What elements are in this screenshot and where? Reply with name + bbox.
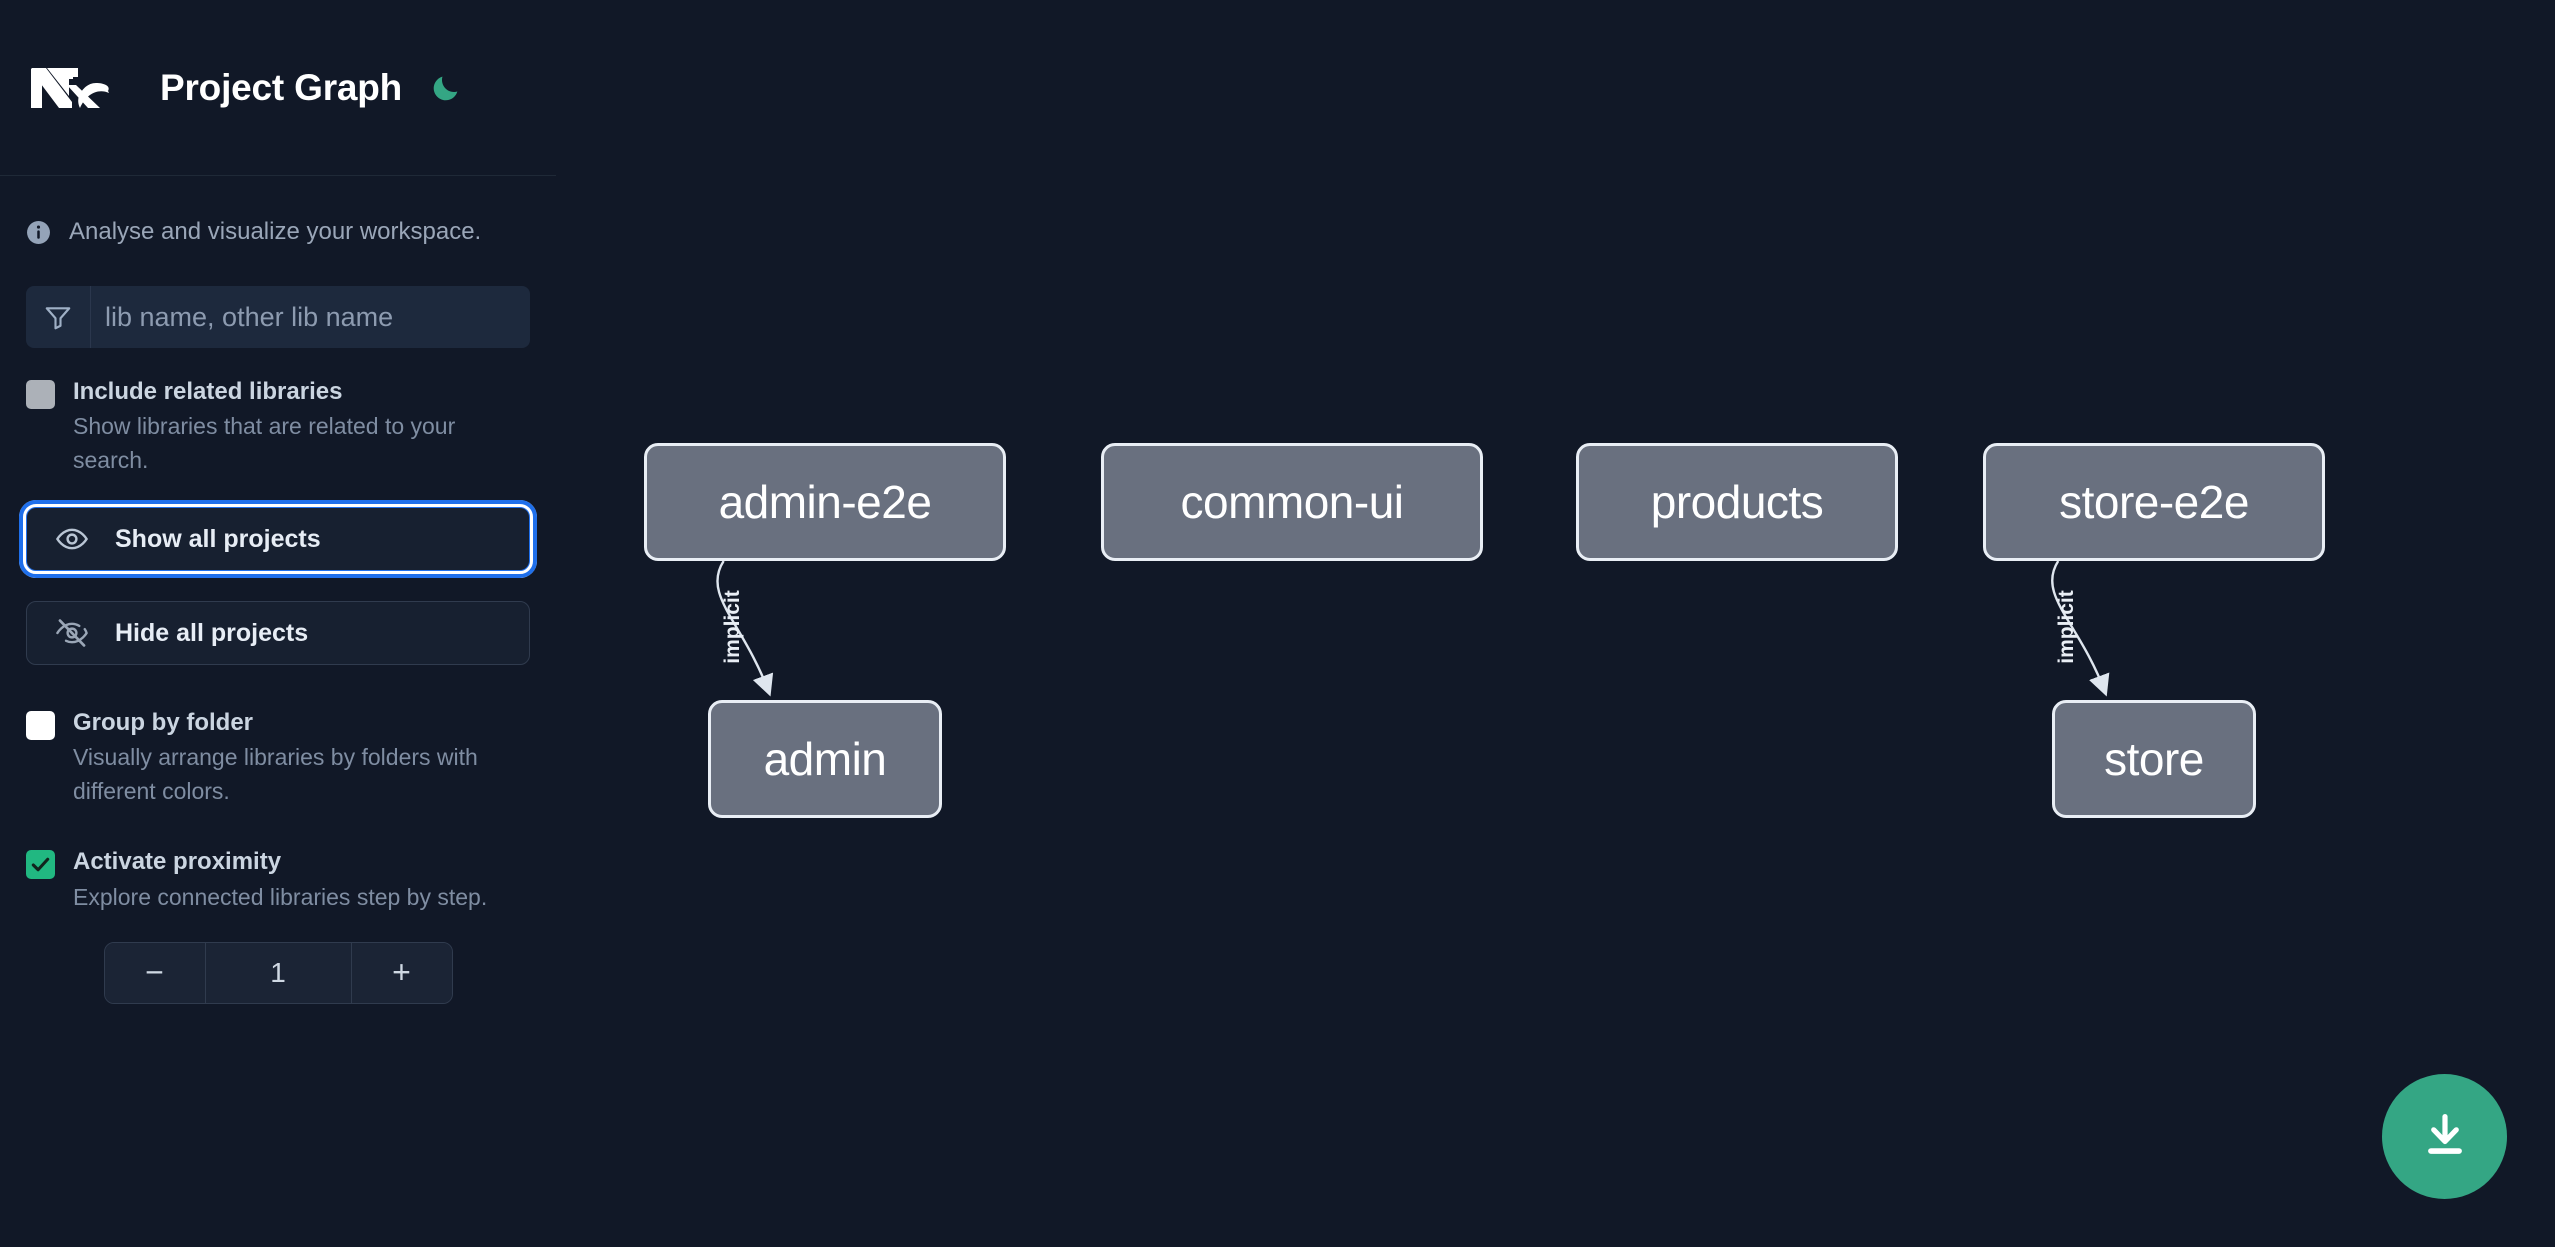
option-include-related-libraries[interactable]: Include related libraries Show libraries… [0,348,556,477]
tagline-text: Analyse and visualize your workspace. [69,218,482,245]
graph-edge-label: implicit [2054,589,2078,664]
sidebar-header: Project Graph [0,0,556,176]
option-label: Include related libraries [73,378,343,405]
filter-section [0,246,556,348]
show-all-projects-label: Show all projects [115,524,321,553]
info-icon [26,220,51,245]
graph-node-label: store [2104,733,2204,785]
proximity-stepper-wrap: − 1 + [0,914,556,1004]
option-label: Activate proximity [73,848,282,876]
proximity-decrement-button[interactable]: − [104,942,206,1003]
graph-canvas[interactable]: admin-e2e common-ui products store-e2e admin… [556,0,2555,1247]
proximity-value: 1 [270,956,286,988]
nx-logo-icon [26,58,124,118]
graph-edge-store-e2e--store[interactable] [2051,560,2110,697]
option-group-by-folder[interactable]: Group by folder Visually arrange librari… [0,665,556,808]
graph-node-label: store-e2e [2059,476,2249,528]
download-graph-button[interactable] [2382,1074,2507,1199]
search-filter-box[interactable] [26,286,530,348]
moon-icon[interactable] [426,68,466,108]
show-all-projects-wrap: Show all projects [0,477,556,579]
graph-node-products[interactable]: products [1576,443,1898,561]
graph-node-common-ui[interactable]: common-ui [1101,443,1483,561]
checkbox-activate-proximity[interactable] [26,850,55,880]
graph-edge-label: implicit [720,589,744,664]
page-title: Project Graph [160,66,403,108]
download-icon [2419,1109,2471,1164]
graph-node-label: products [1650,476,1824,528]
option-activate-proximity[interactable]: Activate proximity Explore connected lib… [0,808,556,914]
graph-layer: admin-e2e common-ui products store-e2e admin… [556,0,2555,1247]
eye-icon [55,522,89,556]
graph-node-store-e2e[interactable]: store-e2e [1983,443,2325,561]
show-all-projects-button[interactable]: Show all projects [19,500,537,579]
proximity-stepper: − 1 + [103,941,453,1004]
hide-all-projects-label: Hide all projects [115,618,309,647]
graph-edge-admin-e2e--admin[interactable] [716,560,774,697]
graph-node-admin-e2e[interactable]: admin-e2e [644,443,1006,561]
graph-node-label: admin [763,733,887,785]
filter-funnel-icon [26,286,91,348]
hide-all-projects-wrap: Hide all projects [0,571,556,666]
option-label: Group by folder [73,709,253,737]
graph-node-admin[interactable]: admin [708,700,942,818]
checkbox-include-related-libraries[interactable] [26,380,55,409]
option-description: Show libraries that are related to your … [73,413,456,473]
option-description: Explore connected libraries step by step… [73,883,488,910]
hide-all-projects-button[interactable]: Hide all projects [26,601,530,666]
tagline-row: Analyse and visualize your workspace. [0,176,556,246]
sidebar: Project Graph Analyse and visualize your… [0,0,556,1247]
search-input[interactable] [91,286,530,348]
graph-node-label: admin-e2e [718,476,932,528]
eye-off-icon [55,616,89,650]
graph-edges [716,560,2110,697]
option-description: Visually arrange libraries by folders wi… [73,744,478,804]
checkbox-group-by-folder[interactable] [26,711,55,741]
graph-node-label: common-ui [1180,476,1404,528]
proximity-increment-button[interactable]: + [350,942,452,1003]
graph-node-store[interactable]: store [2052,700,2256,818]
